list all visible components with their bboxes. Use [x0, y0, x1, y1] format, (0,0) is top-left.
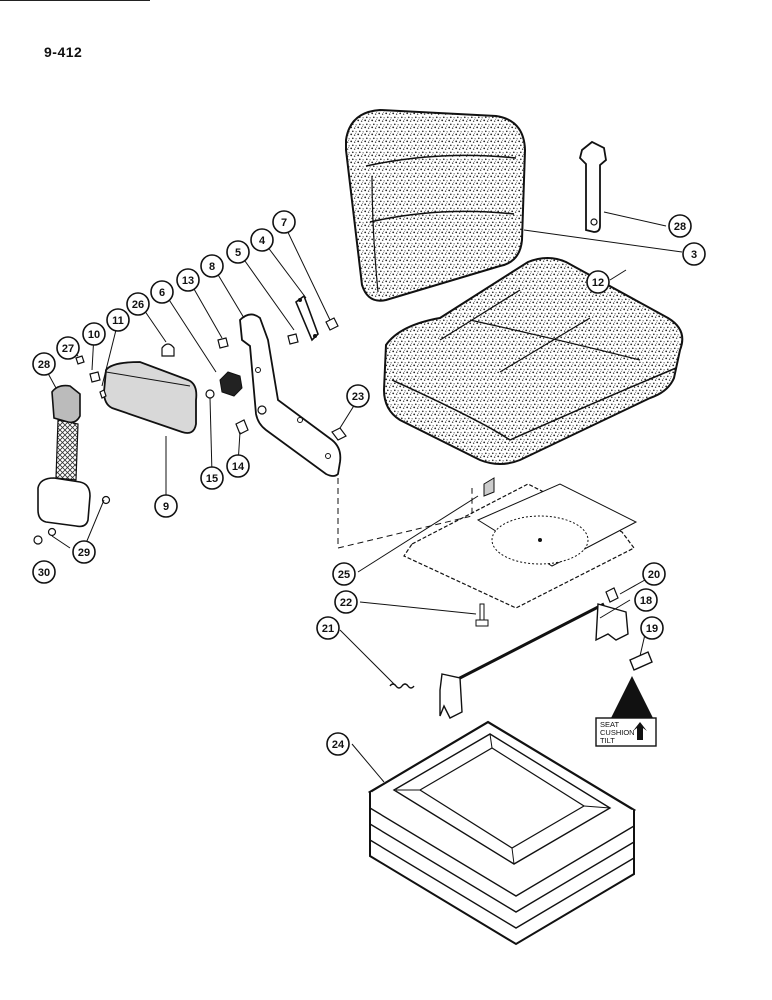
link-plate [295, 294, 319, 342]
callout-3: 3 [691, 249, 697, 261]
callout-18: 18 [640, 595, 652, 607]
decal-line-1: SEAT [600, 720, 619, 729]
callout-29: 29 [78, 547, 90, 559]
seat-cushion-tilt-decal: SEAT CUSHION TILT [595, 717, 657, 747]
callout-14: 14 [232, 461, 245, 473]
armrest-bracket [239, 313, 342, 477]
callout-25: 25 [338, 569, 350, 581]
top-rule [0, 0, 150, 1]
seat-back-cushion [345, 108, 527, 302]
bellows-base [367, 720, 637, 946]
decal-line-2: CUSHION [600, 728, 635, 737]
callout-22: 22 [340, 597, 352, 609]
decal-line-3: TILT [600, 736, 615, 745]
tension-spring [389, 683, 415, 689]
seat-belt-buckle [33, 384, 111, 545]
callout-numbers: 28 3 12 7 4 5 8 13 6 26 11 10 27 28 23 9… [38, 217, 697, 751]
assembly-dashed-line [337, 478, 473, 549]
callout-10: 10 [88, 329, 100, 341]
seat-belt-bracket [579, 140, 607, 233]
decal-pointer [610, 676, 654, 720]
callout-28b: 28 [38, 359, 50, 371]
callout-6: 6 [159, 287, 165, 299]
callout-27: 27 [62, 343, 74, 355]
small-hardware [75, 317, 347, 441]
seat-bottom-cushion [382, 257, 684, 465]
page-number: 9-412 [44, 44, 83, 60]
tilt-rod [439, 587, 629, 719]
callout-12: 12 [592, 277, 604, 289]
callout-21: 21 [322, 623, 334, 635]
callout-23: 23 [352, 391, 364, 403]
armrest [103, 361, 198, 434]
callout-5: 5 [235, 247, 241, 259]
callout-13: 13 [182, 275, 194, 287]
callout-4: 4 [259, 235, 266, 247]
callout-28a: 28 [674, 221, 686, 233]
callout-30: 30 [38, 567, 50, 579]
bolt [475, 603, 489, 627]
callout-9: 9 [163, 501, 169, 513]
tilt-knob-cap [629, 651, 653, 671]
callout-11: 11 [112, 315, 124, 327]
adjustment-knob [219, 371, 243, 397]
callout-7: 7 [281, 217, 287, 229]
callout-circles [32, 210, 706, 756]
swivel-plate [403, 477, 638, 609]
callout-8: 8 [209, 261, 215, 273]
callout-20: 20 [648, 569, 660, 581]
callout-24: 24 [332, 739, 345, 751]
callout-15: 15 [206, 473, 218, 485]
callout-26: 26 [132, 299, 144, 311]
callout-19: 19 [646, 623, 658, 635]
